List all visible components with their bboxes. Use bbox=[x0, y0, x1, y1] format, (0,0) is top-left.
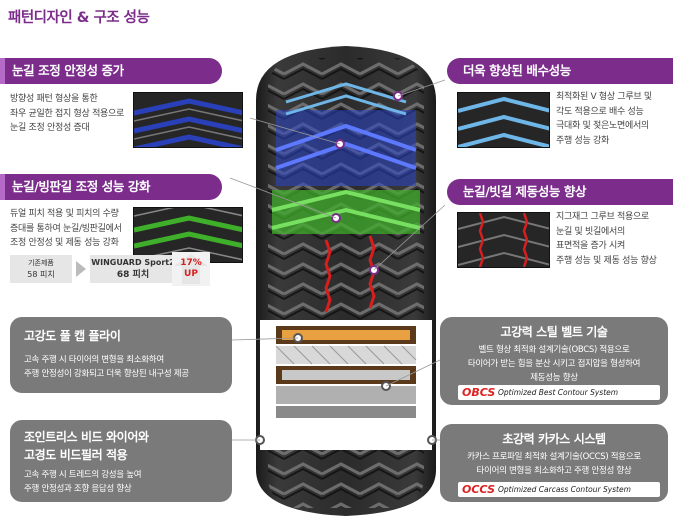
pitch-base-box: 기존제품 58 피치 bbox=[10, 255, 72, 283]
cap-ply-box: 고강도 풀 캡 플라이 고속 주행 시 타이어의 변형을 최소화하여 주행 안정… bbox=[10, 317, 232, 393]
header-snow-ice-handling: 눈길/빙판길 조정 성능 강화 bbox=[0, 174, 222, 200]
pitch-new-value: 68 피치 bbox=[116, 270, 150, 280]
bead-desc: 고속 주행 시 트레드의 강성을 높여 주행 안정성과 조향 응답성 향상 bbox=[24, 470, 142, 494]
snow-stability-tread-image bbox=[133, 92, 243, 148]
header-braking: 눈길/빗길 제동성능 향상 bbox=[447, 179, 673, 205]
braking-desc: 지그재그 그루브 적용으로 눈길 및 빗길에서의 표면적을 증가 시켜 주행 성… bbox=[556, 212, 657, 266]
tire-illustration bbox=[255, 46, 437, 516]
obcs-logo-text: Optimized Best Contour System bbox=[498, 388, 619, 397]
header-snow-stability: 눈길 조정 안정성 증가 bbox=[0, 58, 222, 84]
header-tick bbox=[0, 174, 5, 200]
obcs-logo: OBCS bbox=[462, 386, 496, 399]
occs-logo: OCCS bbox=[462, 483, 496, 496]
bead-box: 조인트리스 비드 와이어와 고경도 비드필러 적용 고속 주행 시 트레드의 강… bbox=[10, 420, 232, 502]
carcass-box: 초강력 카카스 시스템 카카스 프로파일 최적화 설계기술(OCCS) 적용으로… bbox=[440, 424, 668, 502]
snow-ice-handling-desc: 듀얼 피치 적용 및 피치의 수량 증대를 통하여 눈길/빙판길에서 조정 안정… bbox=[10, 209, 122, 248]
steel-belt-box: 고강력 스틸 벨트 기술 벨트 형상 최적화 설계기술(OBCS) 적용으로 타… bbox=[440, 317, 668, 405]
pitch-increase-word: UP bbox=[184, 269, 198, 279]
bead-title: 조인트리스 비드 와이어와 고경도 비드필러 적용 bbox=[24, 430, 149, 462]
carcass-desc: 카카스 프로파일 최적화 설계기술(OCCS) 적용으로 타이어의 변형을 최소… bbox=[467, 452, 641, 476]
pitch-arrow-icon bbox=[76, 261, 86, 277]
page-title: 패턴디자인 & 구조 성능 bbox=[8, 10, 150, 26]
header-drainage: 더욱 향상된 배수성능 bbox=[447, 58, 673, 84]
pitch-new-label: WINGUARD Sport2 bbox=[91, 258, 175, 267]
pitch-increase-value: 17% bbox=[180, 258, 202, 268]
snow-stability-desc: 방향성 패턴 형상을 통한 좌우 균일한 접지 형상 적용으로 눈길 조정 안정… bbox=[10, 94, 124, 133]
pitch-increase-badge: 17% UP bbox=[172, 252, 210, 286]
steel-belt-desc: 벨트 형상 최적화 설계기술(OBCS) 적용으로 타이어가 받는 힘을 분산 … bbox=[467, 345, 641, 383]
header-tick bbox=[0, 58, 5, 84]
pitch-base-value: 58 피치 bbox=[27, 270, 55, 279]
drainage-tread-image bbox=[457, 92, 550, 148]
pitch-base-label: 기존제품 bbox=[28, 259, 54, 267]
occs-logo-bar: OCCS Optimized Carcass Contour System bbox=[458, 482, 660, 497]
occs-logo-text: Optimized Carcass Contour System bbox=[498, 485, 631, 494]
carcass-title: 초강력 카카스 시스템 bbox=[502, 432, 606, 446]
obcs-logo-bar: OBCS Optimized Best Contour System bbox=[458, 385, 660, 400]
cap-ply-desc: 고속 주행 시 타이어의 변형을 최소화하여 주행 안정성이 강화되고 더욱 향… bbox=[24, 355, 189, 379]
drainage-desc: 최적화된 V 형상 그루브 및 각도 적용으로 배수 성능 극대화 및 젖은노면… bbox=[556, 92, 652, 146]
steel-belt-title: 고강력 스틸 벨트 기술 bbox=[500, 325, 608, 339]
braking-tread-image bbox=[457, 212, 550, 268]
snow-ice-tread-image bbox=[133, 207, 243, 263]
pitch-new-box: WINGUARD Sport2 68 피치 bbox=[90, 255, 176, 283]
cap-ply-title: 고강도 풀 캡 플라이 bbox=[24, 329, 121, 343]
